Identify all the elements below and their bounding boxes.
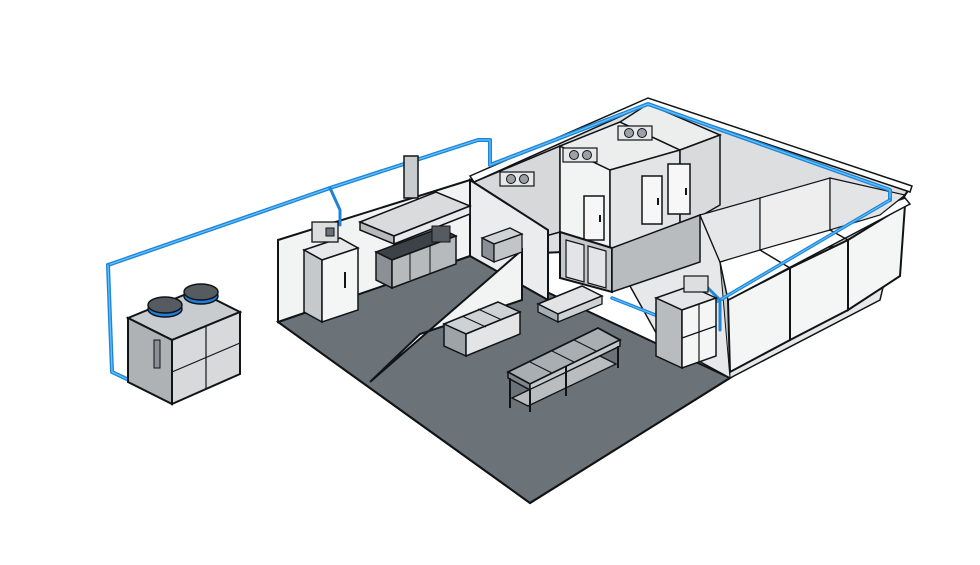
divider-wall: [369, 247, 523, 383]
upright-fridge-icon: [654, 275, 718, 370]
double-door[interactable]: [559, 230, 613, 294]
small-bench: [536, 285, 604, 324]
corridor-partition: [611, 213, 701, 294]
floor-front-edge: [277, 321, 731, 505]
upright-fridge-icon: [302, 221, 360, 324]
steel-worktable-icon: [506, 326, 622, 412]
evaporator-fan-icon: [499, 171, 535, 187]
coldroom-lower-row: [698, 177, 912, 379]
condensing-unit-icon: [125, 283, 243, 406]
equipment-rack: [480, 227, 524, 264]
coldroom-door-3[interactable]: [667, 163, 691, 215]
evaporator-fan-icon: [562, 147, 598, 163]
coldroom-door-2[interactable]: [641, 175, 663, 225]
evaporator-fan-icon: [617, 125, 653, 141]
extraction-hood-icon: [357, 155, 473, 246]
coldroom-door-1[interactable]: [583, 195, 605, 241]
cooking-line: [374, 225, 458, 290]
chest-freezer: [442, 301, 522, 358]
